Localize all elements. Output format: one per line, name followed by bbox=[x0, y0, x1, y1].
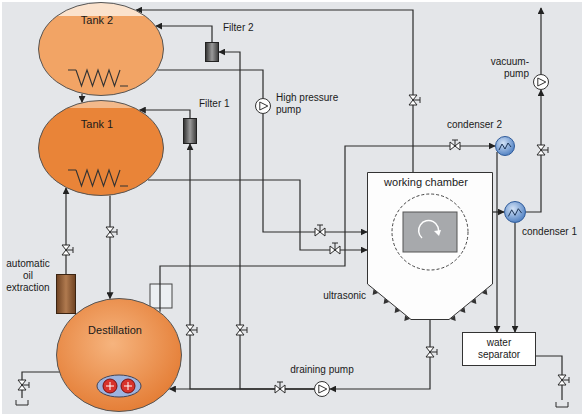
pipe-connector bbox=[136, 10, 413, 172]
valve bbox=[330, 243, 340, 254]
filter-label: Filter 1 bbox=[199, 98, 235, 110]
tank-label: Tank 1 bbox=[38, 118, 156, 131]
distillation-flask-outline bbox=[56, 298, 182, 412]
pipe-connector bbox=[170, 388, 314, 389]
working-chamber: working chamber bbox=[367, 172, 493, 320]
pipe-connector bbox=[157, 70, 263, 98]
condenser-label: condenser 2 bbox=[447, 119, 509, 131]
flask-label: Destillation bbox=[56, 324, 174, 337]
separator-drain bbox=[536, 356, 568, 407]
label-holder: ultrasonic bbox=[318, 290, 366, 302]
pipe-connector bbox=[263, 114, 367, 232]
working-chamber-outline bbox=[367, 172, 493, 320]
pump-label: High pressure pump bbox=[276, 92, 346, 116]
valve bbox=[186, 325, 197, 335]
filter-cartridge: Filter 1 bbox=[183, 118, 197, 144]
oil-extractor-outline bbox=[56, 274, 76, 314]
pump-label: draining pump bbox=[288, 364, 356, 376]
valve bbox=[62, 245, 73, 255]
pipe-connector bbox=[514, 223, 515, 332]
storage-tank: Tank 2 bbox=[38, 2, 164, 96]
extractor-label: automatic oil extraction bbox=[3, 258, 53, 294]
flask-drain bbox=[16, 372, 63, 405]
ultrasonic-transducer bbox=[482, 289, 487, 295]
ultrasonic-transducer bbox=[471, 298, 476, 304]
pump-symbol-outline bbox=[533, 74, 549, 90]
filter-cartridge: Filter 2 bbox=[205, 42, 219, 62]
flask-neck bbox=[150, 284, 172, 308]
exhaust-line bbox=[540, 8, 541, 74]
pipe-connector bbox=[81, 94, 82, 102]
pipe-connector bbox=[109, 196, 110, 299]
ultrasonic-transducer bbox=[404, 315, 409, 321]
valve bbox=[537, 145, 548, 155]
condenser-symbol-outline bbox=[504, 201, 526, 223]
pump-symbol: draining pump bbox=[314, 381, 330, 397]
separator-box: water separator bbox=[462, 332, 536, 366]
valve bbox=[18, 380, 29, 390]
chamber-label: working chamber bbox=[367, 176, 485, 189]
ultrasonic-transducer bbox=[384, 298, 389, 304]
ultrasonic-transducer bbox=[373, 289, 378, 295]
component-label: ultrasonic bbox=[318, 290, 366, 302]
pump-label: vacuum-pump bbox=[479, 56, 529, 80]
pipe-connector bbox=[65, 188, 66, 274]
condenser-symbol-outline bbox=[495, 136, 515, 156]
valve bbox=[106, 227, 117, 237]
pump-symbol: High pressure pump bbox=[255, 98, 271, 114]
separator-label: water separator bbox=[471, 337, 527, 361]
filter-cartridge-outline bbox=[205, 42, 219, 62]
pump-symbol-outline bbox=[255, 98, 271, 114]
pump-symbol-outline bbox=[314, 381, 330, 397]
pipe-connector bbox=[526, 90, 541, 212]
storage-tank-outline bbox=[38, 100, 164, 196]
filter-cartridge-outline bbox=[183, 118, 197, 144]
storage-tank: Tank 1 bbox=[38, 100, 164, 196]
valve bbox=[409, 95, 420, 105]
valve bbox=[275, 382, 285, 393]
valve bbox=[315, 225, 325, 236]
valve bbox=[236, 325, 247, 335]
distillation-flask: Destillation bbox=[56, 298, 182, 412]
pipe-connector bbox=[496, 152, 497, 332]
pipe-connector bbox=[148, 180, 367, 250]
condenser-symbol: condenser 2 bbox=[495, 136, 515, 156]
pipe-connector bbox=[493, 211, 504, 212]
pump-symbol: vacuum-pump bbox=[533, 74, 549, 90]
ultrasonic-transducer bbox=[450, 315, 455, 321]
tank-label: Tank 2 bbox=[38, 14, 156, 27]
oil-extractor: automatic oil extraction bbox=[56, 274, 76, 314]
pipe-connector bbox=[330, 320, 430, 389]
condenser-symbol: condenser 1 bbox=[504, 201, 526, 223]
pipe-connector bbox=[156, 26, 212, 42]
ultrasonic-transducer bbox=[460, 307, 465, 313]
condenser-label: condenser 1 bbox=[522, 226, 580, 238]
filter-label: Filter 2 bbox=[223, 22, 267, 34]
valve bbox=[426, 347, 437, 357]
valve bbox=[450, 140, 460, 150]
ultrasonic-transducer bbox=[395, 307, 400, 313]
valve bbox=[558, 375, 569, 385]
